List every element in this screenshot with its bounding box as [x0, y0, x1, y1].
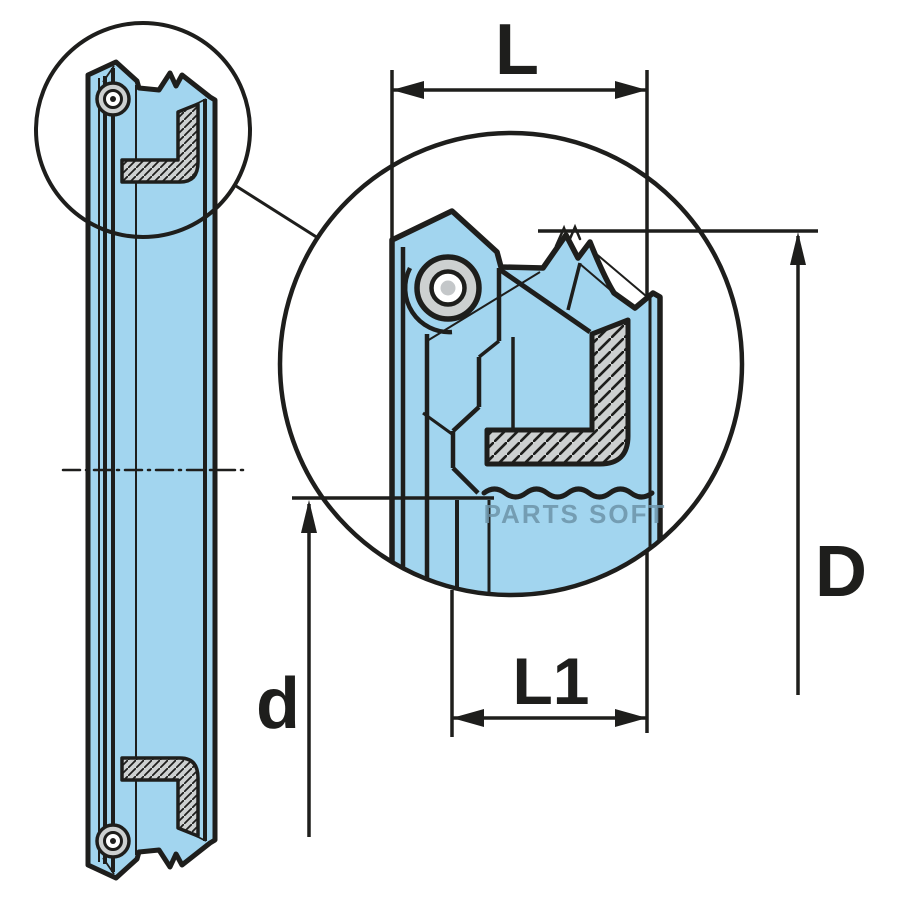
arrowhead-right — [615, 709, 647, 727]
cross-section-edges — [400, 247, 652, 595]
metal-insert-top — [120, 102, 200, 184]
detail-view-figure: PARTS SOFT — [277, 130, 818, 598]
arrowhead-right — [615, 81, 647, 99]
garter-spring-bottom — [95, 823, 131, 859]
metal-insert-bottom — [120, 756, 200, 838]
arrowhead-left — [392, 81, 424, 99]
label-d: d — [256, 664, 300, 744]
arrowhead-up — [790, 232, 806, 265]
detail-circle-large — [277, 130, 745, 598]
dimension-L: L — [390, 10, 649, 733]
leader-line — [235, 184, 319, 240]
dimension-D: D — [790, 232, 867, 695]
side-view-figure — [34, 21, 319, 881]
watermark-text: PARTS SOFT — [484, 499, 667, 529]
label-L1: L1 — [512, 644, 589, 718]
garter-spring-top — [95, 81, 131, 117]
detail-circle-small — [34, 21, 252, 239]
garter-spring-detail — [414, 254, 482, 322]
wavy-break-line — [481, 486, 655, 500]
dimension-L1: L1 — [450, 590, 647, 737]
label-D: D — [815, 532, 867, 612]
label-L: L — [495, 10, 539, 90]
metal-insert-detail — [484, 317, 631, 467]
od-contact-jag — [554, 223, 582, 248]
arrowhead-up — [301, 500, 317, 533]
arrowhead-left — [452, 709, 484, 727]
dimension-d: d — [256, 500, 317, 837]
